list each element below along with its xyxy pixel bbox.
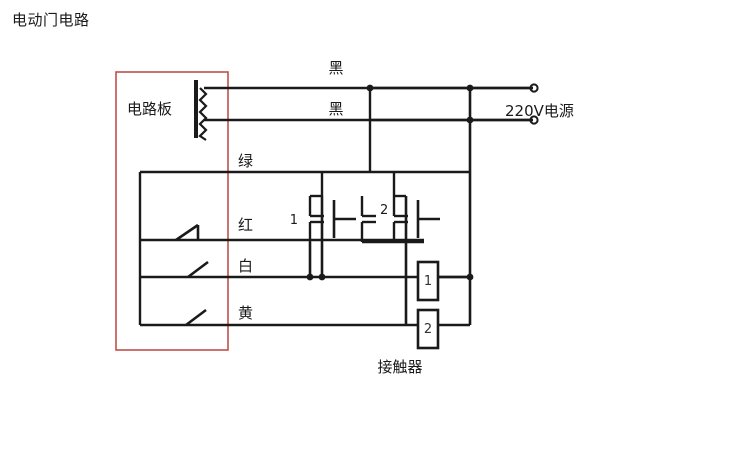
contact-1-number: 1 <box>290 213 298 228</box>
switch-yellow-blade[interactable] <box>185 308 207 327</box>
page-title: 电动门电路 <box>12 11 90 29</box>
junction-dot-white-a <box>306 273 314 281</box>
contactor-coil-2-box[interactable] <box>416 308 440 350</box>
contact-2-number: 2 <box>380 203 388 218</box>
junction-dot-power-bottom <box>466 116 474 124</box>
power-terminal-bottom-icon <box>529 115 539 125</box>
contactor-label: 接触器 <box>377 358 422 376</box>
wire-label-red: 红 <box>238 216 253 234</box>
wire-label-black-1: 黑 <box>328 59 343 77</box>
switch-red-blade[interactable] <box>175 223 199 242</box>
wire-label-black-2: 黑 <box>328 100 343 118</box>
transformer-coil-icon <box>198 87 208 141</box>
wire-label-white: 白 <box>238 257 253 275</box>
wire-label-green: 绿 <box>238 152 253 170</box>
junction-dot-white-b <box>318 273 326 281</box>
power-supply-label: 220V电源 <box>505 102 574 120</box>
power-terminal-top-icon <box>529 83 539 93</box>
switch-white-blade[interactable] <box>187 260 209 279</box>
circuit-board-label: 电路板 <box>127 100 172 118</box>
contactor-coil-1-box[interactable] <box>416 260 440 302</box>
contactor-coil-1-label: 1 <box>424 274 432 289</box>
contactor-coil-2-label: 2 <box>424 322 432 337</box>
wire-label-yellow: 黄 <box>238 304 253 322</box>
circuit-board-enclosure <box>115 71 229 351</box>
